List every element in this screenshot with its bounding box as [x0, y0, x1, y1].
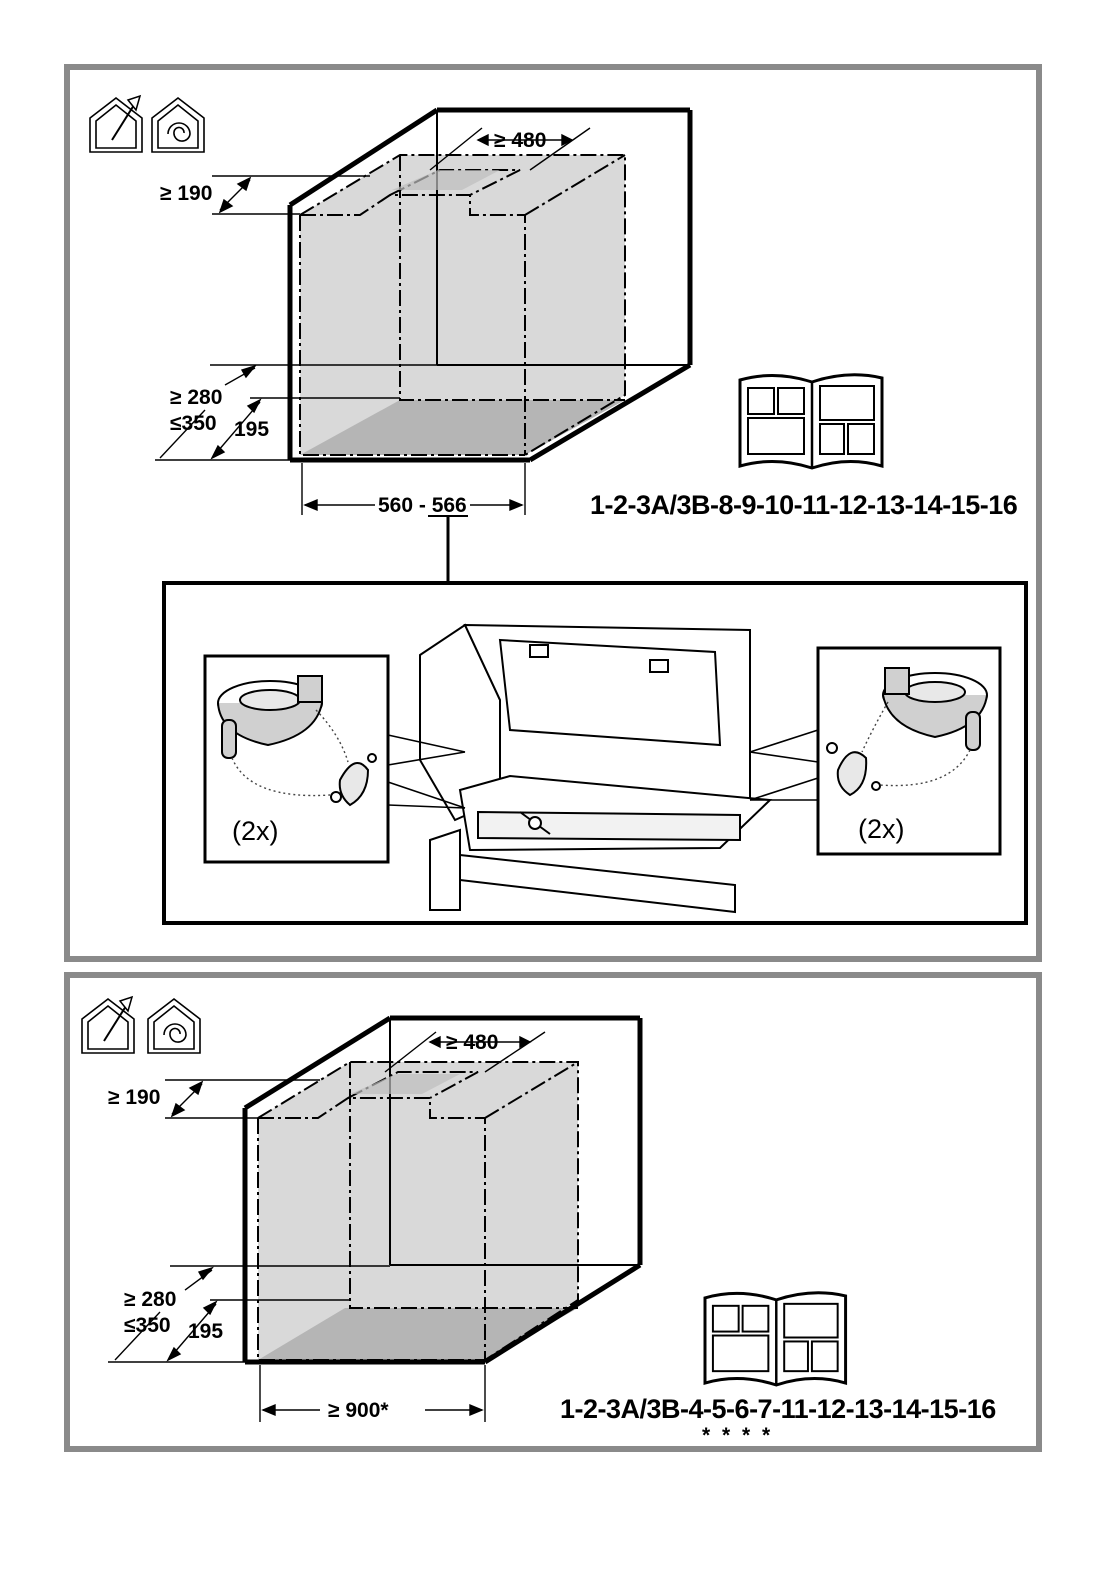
dim-depth-bottom-2: 195	[188, 1320, 223, 1343]
step-sequence-bottom: 1-2-3A/3B-4-5-6-7-11-12-13-14-15-16	[560, 1394, 996, 1424]
dim-height-max-2: ≤350	[124, 1314, 171, 1337]
manual-book-icon-2	[705, 1293, 846, 1385]
recirculation-icon-2	[148, 999, 200, 1053]
dim-depth-top-2: ≥ 480	[446, 1031, 498, 1054]
ducted-extraction-icon-2	[82, 997, 134, 1053]
dim-width-2: ≥ 900*	[328, 1399, 389, 1422]
dim-height-top-2: ≥ 190	[108, 1086, 160, 1109]
cabinet-outline-2	[245, 1018, 640, 1362]
step-asterisks: * * * *	[702, 1424, 771, 1447]
dim-height-min-2: ≥ 280	[124, 1288, 176, 1311]
